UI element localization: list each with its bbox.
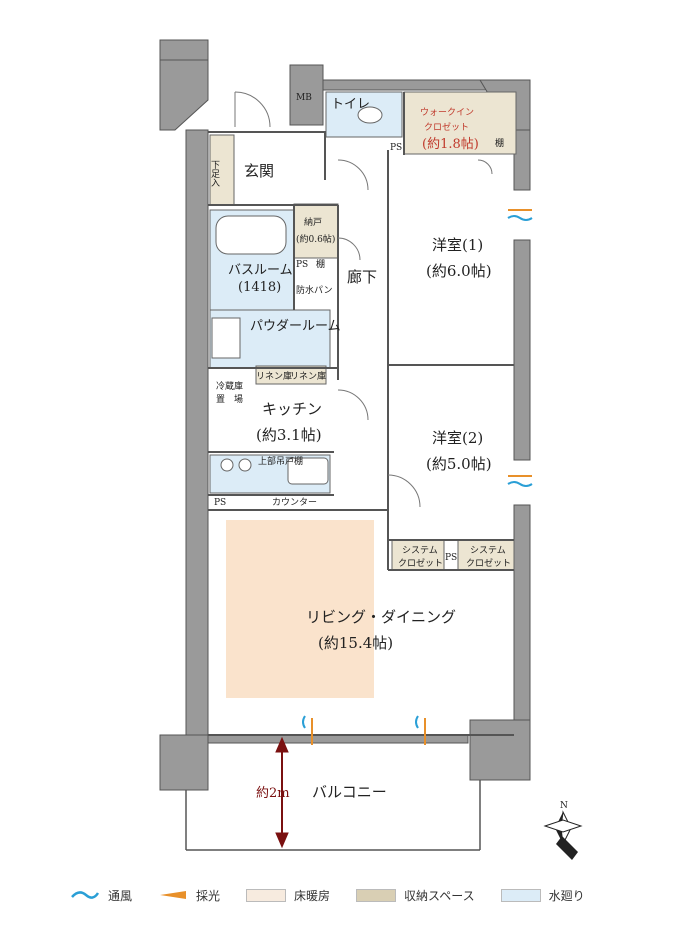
- compass-icon: [543, 810, 583, 860]
- ventilation-legend-icon: [71, 891, 100, 899]
- label-hallway: 廊下: [347, 268, 377, 286]
- label-mb: MB: [296, 93, 312, 103]
- balcony-depth-arrow: [275, 736, 289, 849]
- label-powder-room: パウダールーム: [250, 319, 341, 334]
- label-wic-size: (約1.8帖): [422, 137, 479, 152]
- label-toilet: トイレ: [331, 97, 370, 112]
- label-living-dining-size: (約15.4帖): [318, 634, 393, 652]
- label-living-dining: リビング・ダイニング: [306, 608, 456, 626]
- legend-label: 床暖房: [294, 888, 331, 903]
- legend: 通風 採光 床暖房 収納スペース 水廻り: [70, 878, 690, 912]
- label-linen-2: リネン庫: [290, 370, 326, 382]
- door-swings: [234, 91, 493, 508]
- label-ps-wic: PS: [390, 143, 402, 153]
- floor-heating-zone: [226, 520, 374, 698]
- legend-item-storage: 収納スペース: [356, 887, 475, 904]
- storage-areas: [209, 91, 517, 571]
- legend-item-ventilation: 通風: [70, 887, 132, 904]
- label-bathroom: バスルーム: [228, 263, 293, 278]
- label-ps-living: PS: [445, 553, 457, 563]
- label-shelf-bath: 棚: [316, 258, 325, 270]
- label-wic-2: クロゼット: [424, 121, 469, 133]
- label-system-closet-2a: システム: [470, 545, 506, 556]
- label-ps-bath: PS: [296, 260, 308, 270]
- legend-label: 収納スペース: [404, 888, 475, 903]
- label-system-closet-2b: クロゼット: [466, 557, 511, 569]
- storage-swatch: [356, 888, 397, 902]
- label-kitchen: キッチン: [262, 400, 322, 418]
- label-western-room-2-size: (約5.0帖): [426, 455, 492, 473]
- legend-item-water: 水廻り: [500, 887, 585, 904]
- label-counter: カウンター: [272, 497, 317, 508]
- label-kitchen-size: (約3.1帖): [256, 426, 322, 444]
- legend-item-lighting: 採光: [158, 887, 220, 904]
- legend-label: 水廻り: [548, 888, 585, 903]
- label-western-room-2: 洋室(2): [432, 429, 483, 447]
- label-system-closet-1a: システム: [402, 545, 438, 556]
- label-fridge-2: 置 場: [216, 393, 243, 405]
- label-wic-1: ウォークイン: [420, 107, 474, 118]
- legend-item-floor-heating: 床暖房: [246, 887, 330, 904]
- fixtures: [211, 106, 383, 485]
- label-ps-kitchen: PS: [214, 498, 226, 508]
- label-balcony-depth: 約2m: [256, 786, 290, 801]
- floor-heating-swatch: [246, 888, 287, 902]
- label-balcony: バルコニー: [312, 783, 387, 801]
- lighting-legend-icon: [160, 891, 187, 899]
- label-linen-1: リネン庫: [256, 370, 292, 382]
- water-swatch: [500, 888, 541, 902]
- legend-label: 通風: [108, 888, 133, 903]
- balcony: [185, 780, 481, 851]
- compass-north-label: N: [560, 801, 568, 811]
- structural-walls: [159, 39, 531, 791]
- label-closet-size: (約0.6帖): [296, 233, 335, 245]
- label-western-room-1: 洋室(1): [432, 236, 483, 254]
- lighting-mark: [311, 209, 532, 745]
- label-entrance: 玄関: [244, 162, 274, 180]
- label-system-closet-1b: クロゼット: [398, 557, 443, 569]
- label-upper-cabinet: 上部吊戸棚: [258, 455, 303, 467]
- label-waterproof-pan: 防水パン: [296, 284, 332, 296]
- legend-label: 採光: [196, 888, 221, 903]
- label-closet: 納戸: [304, 216, 322, 228]
- label-western-room-1-size: (約6.0帖): [426, 262, 492, 280]
- label-bathroom-size: (1418): [238, 280, 281, 295]
- label-fridge-1: 冷蔵庫: [216, 380, 243, 392]
- label-shoe-storage: 下足入: [209, 160, 220, 187]
- ventilation-mark: [302, 215, 533, 729]
- label-shelf-wic: 棚: [495, 137, 504, 149]
- interior-walls: [208, 92, 514, 736]
